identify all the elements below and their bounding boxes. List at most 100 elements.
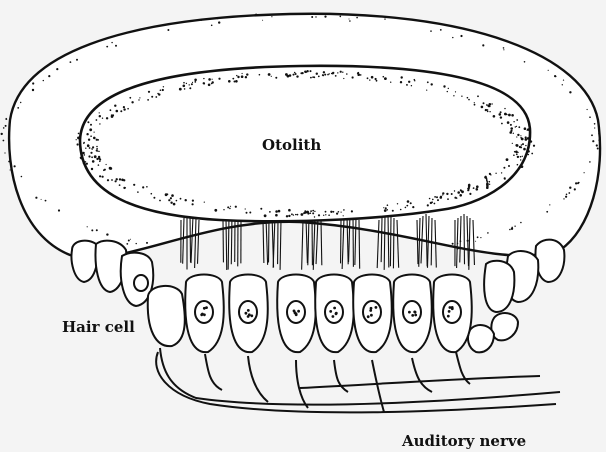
speckle — [146, 242, 148, 244]
granule — [503, 167, 505, 169]
granule — [487, 111, 489, 113]
granule — [436, 196, 438, 198]
granule — [504, 178, 506, 180]
granule — [76, 139, 77, 140]
chromatin — [250, 314, 253, 317]
granule — [476, 188, 479, 191]
speckle — [349, 20, 351, 22]
speckle — [598, 133, 600, 135]
chromatin — [293, 310, 296, 313]
granule — [93, 137, 96, 140]
granule — [332, 72, 334, 74]
granule — [275, 214, 278, 217]
granule — [191, 83, 193, 85]
granule — [400, 81, 402, 83]
granule — [324, 74, 326, 76]
speckle — [41, 199, 42, 200]
granule — [99, 175, 101, 177]
speckle — [10, 170, 11, 171]
granule — [504, 108, 505, 109]
granule — [401, 76, 403, 78]
granule — [99, 112, 100, 113]
speckle — [21, 176, 23, 178]
speckle — [575, 182, 577, 184]
granule — [533, 145, 535, 147]
chromatin — [408, 311, 411, 314]
speckle — [17, 107, 19, 109]
granule — [98, 164, 100, 166]
granule — [119, 184, 121, 186]
granule — [151, 96, 153, 98]
speckle — [569, 187, 571, 189]
granule — [230, 206, 231, 207]
granule — [507, 121, 510, 124]
speckle — [43, 80, 44, 81]
granule — [427, 204, 429, 206]
granule — [390, 82, 391, 83]
granule — [98, 157, 100, 159]
granule — [168, 199, 170, 201]
granule — [508, 165, 510, 167]
granule — [189, 87, 191, 89]
speckle — [597, 148, 599, 150]
granule — [119, 178, 121, 180]
granule — [85, 148, 86, 149]
granule — [525, 136, 527, 138]
granule — [82, 152, 84, 154]
granule — [293, 214, 294, 215]
granule — [386, 209, 388, 211]
granule — [88, 139, 90, 141]
granule — [360, 74, 362, 76]
stereocilium — [280, 220, 281, 270]
granule — [517, 164, 519, 166]
granule — [336, 213, 338, 215]
chromatin — [333, 307, 336, 310]
granule — [434, 203, 436, 205]
speckle — [20, 102, 21, 103]
nucleus — [443, 301, 461, 323]
granule — [96, 150, 98, 152]
granule — [493, 115, 496, 118]
granule — [491, 103, 492, 104]
granule — [513, 154, 515, 156]
speckle — [48, 75, 50, 77]
granule — [123, 108, 125, 110]
speckle — [548, 70, 549, 71]
granule — [411, 85, 412, 86]
granule — [511, 114, 514, 117]
granule — [506, 158, 509, 161]
nucleus — [403, 301, 421, 323]
granule — [235, 206, 237, 208]
granule — [208, 84, 211, 87]
granule — [245, 208, 246, 209]
granule — [453, 95, 454, 96]
granule — [397, 203, 398, 204]
granule — [212, 79, 213, 80]
granule — [325, 214, 326, 215]
granule — [474, 104, 476, 106]
granule — [330, 211, 332, 213]
granule — [358, 72, 359, 73]
granule — [146, 186, 148, 188]
granule — [468, 99, 470, 101]
granule — [314, 216, 315, 217]
granule — [278, 210, 281, 213]
granule — [385, 207, 387, 209]
granule — [173, 203, 176, 206]
granule — [474, 102, 475, 103]
speckle — [594, 123, 596, 125]
nucleus — [134, 275, 148, 291]
speckle — [271, 16, 272, 17]
speckle — [460, 35, 462, 37]
granule — [90, 152, 92, 154]
granule — [331, 73, 332, 74]
granule — [488, 105, 491, 108]
granule — [94, 155, 97, 158]
chromatin — [297, 310, 300, 313]
speckle — [255, 14, 257, 16]
speckle — [384, 18, 385, 19]
speckle — [96, 229, 98, 231]
speckle — [569, 91, 571, 93]
granule — [183, 82, 185, 84]
granule — [294, 72, 296, 74]
